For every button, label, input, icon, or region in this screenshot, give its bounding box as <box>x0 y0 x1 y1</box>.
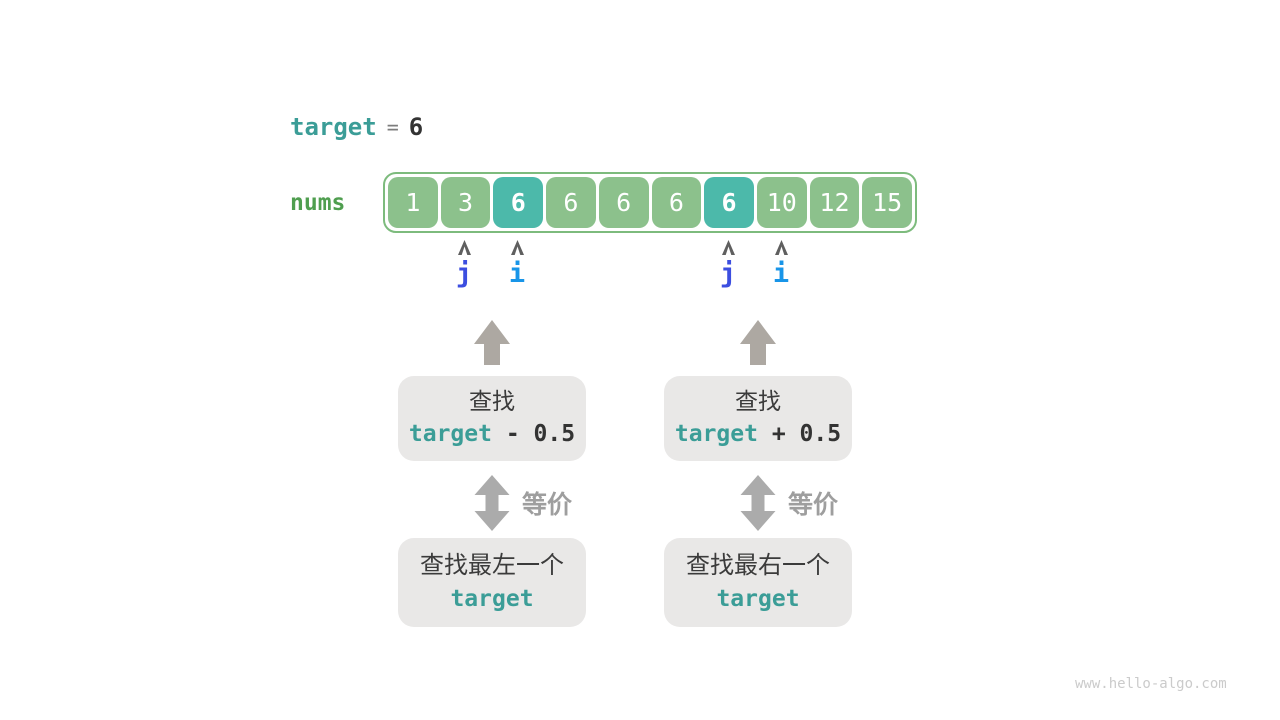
target-keyword: target <box>716 586 800 612</box>
pointer-j: j <box>708 240 748 288</box>
array-cell: 6 <box>651 177 702 228</box>
rightmost-text: 查找最右一个 <box>686 552 830 579</box>
pointer-i: i <box>761 240 801 288</box>
target-keyword: target <box>408 421 492 447</box>
find-box-left: 查找 target - 0.5 <box>398 376 586 461</box>
caret-up-icon <box>510 240 524 255</box>
operator-text: - 0.5 <box>505 421 576 447</box>
target-assignment: target = 6 <box>290 113 423 141</box>
up-arrow-icon <box>740 320 776 365</box>
pointer-label: j <box>455 258 473 289</box>
double-arrow-icon <box>740 475 776 531</box>
pointer-label: i <box>508 258 526 289</box>
find-expression: target - 0.5 <box>398 417 586 451</box>
equivalence-row-left: 等价 <box>398 475 586 531</box>
target-value: 6 <box>408 113 424 141</box>
leftmost-target-box: 查找最左一个 target <box>398 538 586 627</box>
array-cell-highlighted: 6 <box>704 177 754 228</box>
up-arrow-icon <box>474 320 510 365</box>
array-cell: 12 <box>809 177 860 228</box>
array-cell: 3 <box>440 177 491 228</box>
equals-sign: = <box>386 115 399 139</box>
operator-text: + 0.5 <box>771 421 842 447</box>
site-watermark: www.hello-algo.com <box>1075 676 1227 692</box>
array-cell: 1 <box>388 177 438 228</box>
equivalence-label: 等价 <box>522 491 573 519</box>
find-text: 查找 <box>469 388 515 414</box>
find-box-right: 查找 target + 0.5 <box>664 376 852 461</box>
target-keyword: target <box>674 421 758 447</box>
pointer-i: i <box>497 240 537 288</box>
find-text: 查找 <box>735 388 781 414</box>
array-cell: 10 <box>756 177 807 228</box>
leftmost-text: 查找最左一个 <box>420 552 564 579</box>
caret-up-icon <box>721 240 735 255</box>
caret-up-icon <box>774 240 788 255</box>
pointer-j: j <box>444 240 484 288</box>
target-keyword: target <box>290 113 377 141</box>
array-cell: 15 <box>862 177 913 228</box>
array-cell: 6 <box>546 177 596 228</box>
flow-column-leftmost: 查找 target - 0.5 等价 查找最左一个 target <box>398 318 586 627</box>
find-expression: target + 0.5 <box>664 417 852 451</box>
target-keyword: target <box>450 586 534 612</box>
equivalence-row-right: 等价 <box>664 475 852 531</box>
double-arrow-icon <box>474 475 510 531</box>
flow-column-rightmost: 查找 target + 0.5 等价 查找最右一个 target <box>664 318 852 627</box>
pointer-label: i <box>772 258 790 289</box>
caret-up-icon <box>457 240 471 255</box>
equivalence-label: 等价 <box>788 491 839 519</box>
rightmost-target-box: 查找最右一个 target <box>664 538 852 627</box>
pointer-label: j <box>719 258 737 289</box>
array-cell-highlighted: 6 <box>493 177 544 228</box>
nums-label: nums <box>290 190 346 216</box>
array-cell: 6 <box>598 177 649 228</box>
